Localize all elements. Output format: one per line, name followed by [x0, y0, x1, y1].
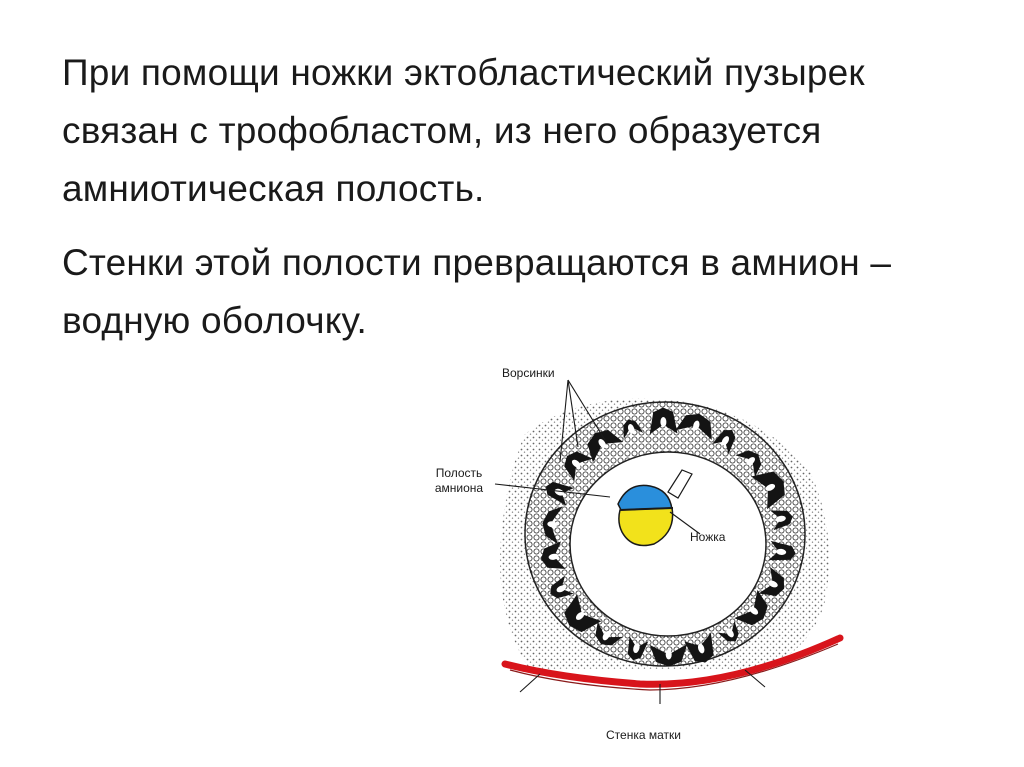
embryo-diagram-drawing — [494, 379, 844, 704]
villus-core — [775, 515, 786, 522]
embryonic-disc — [619, 507, 674, 511]
stalk-shape — [667, 469, 693, 499]
villus-core — [665, 649, 672, 660]
villus-core — [749, 606, 759, 615]
villus-core — [633, 643, 640, 653]
villus-core — [602, 631, 610, 641]
villus-core — [660, 417, 667, 427]
villus-core — [768, 580, 778, 588]
slide-text-block: При помощи ножки эктобластический пузыре… — [62, 44, 962, 366]
villus-core — [571, 459, 581, 468]
villus-core — [746, 457, 756, 466]
chorionic-cavity — [569, 451, 767, 637]
villi-group — [541, 407, 796, 667]
label-uterine-wall: Стенка матки — [606, 728, 681, 742]
leader-lines — [494, 379, 766, 704]
label-amnion-cavity-line1: Полость — [435, 466, 483, 480]
amnion-cavity-shape — [617, 484, 673, 513]
villus-core — [556, 585, 566, 593]
villus-core — [627, 424, 635, 434]
villus-core — [547, 521, 558, 528]
label-stalk: Ножка — [690, 530, 726, 544]
villus-core — [697, 643, 705, 654]
embryonic-vesicle — [617, 469, 693, 547]
uterine-wall-band — [501, 634, 844, 688]
villus-core — [598, 439, 606, 448]
paragraph-2: Стенки этой полости превращаются в амнио… — [62, 242, 892, 341]
yolk-shape — [618, 507, 674, 547]
embryo-diagram: Ворсинки Полость амниона Ножка Стенка ма… — [400, 352, 900, 764]
villus-core — [575, 611, 585, 620]
villus-core — [776, 548, 787, 555]
villus-core — [548, 553, 559, 560]
label-amnion-cavity-line2: амниона — [434, 481, 484, 495]
villus-core — [765, 483, 776, 491]
villus-core — [693, 420, 700, 431]
villus-core — [721, 436, 730, 446]
paragraph-1: При помощи ножки эктобластический пузыре… — [62, 52, 865, 209]
label-villi: Ворсинки — [502, 366, 555, 380]
villus-core — [726, 628, 734, 638]
